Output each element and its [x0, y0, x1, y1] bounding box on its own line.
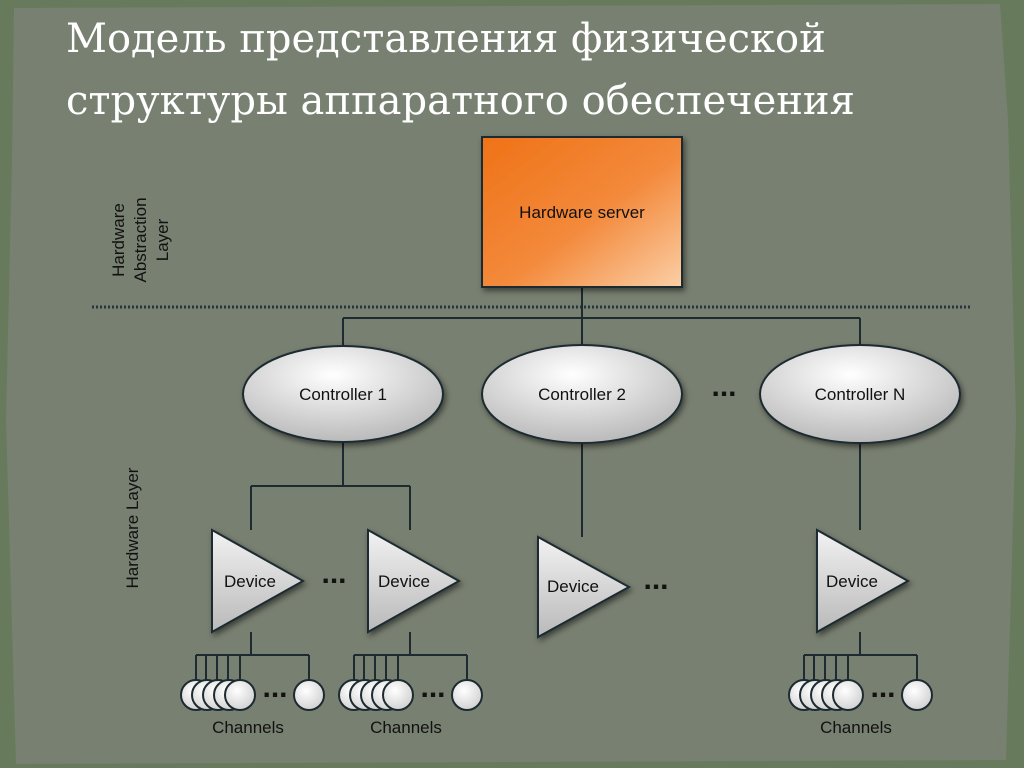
device-1-triangle — [211, 528, 306, 634]
controller-1-node: Controller 1 — [242, 345, 444, 443]
channel-circle — [901, 679, 933, 711]
channel-circle — [832, 679, 864, 711]
channels-ellipsis-2: ... — [420, 671, 445, 704]
abstraction-layer-line-2: Abstraction — [131, 197, 150, 282]
hardware-server-node: Hardware server — [481, 136, 683, 288]
channel-group-2: ... Channels — [338, 671, 483, 737]
controller-1-label: Controller 1 — [299, 385, 387, 404]
hardware-server-label: Hardware server — [519, 203, 645, 222]
channel-circle — [451, 679, 483, 711]
title-line-2: структуры аппаратного обеспечения — [66, 78, 855, 124]
device-1-label: Device — [224, 572, 276, 591]
channels-ellipsis-3: ... — [870, 671, 895, 704]
controllers-ellipsis: ... — [711, 370, 736, 403]
device-4-triangle — [816, 528, 911, 634]
controller-wires — [250, 442, 861, 537]
channels-ellipsis-1: ... — [262, 671, 287, 704]
title-line-1: Модель представления физической — [66, 16, 826, 62]
device-3-label: Device — [547, 577, 599, 596]
device-wires — [195, 632, 918, 683]
hardware-server-box — [481, 136, 683, 288]
channel-group-3: ... Channels — [788, 671, 933, 737]
device-3-triangle — [537, 535, 632, 639]
controller-n-node: Controller N — [759, 344, 961, 444]
device-3-node: Device — [537, 535, 632, 639]
controller-2-label: Controller 2 — [538, 385, 626, 404]
abstraction-layer-line-1: Hardware — [109, 203, 128, 277]
channel-circle — [382, 679, 414, 711]
server-wires — [342, 287, 861, 345]
controller-1-ellipse — [242, 345, 444, 443]
channel-circle — [224, 679, 256, 711]
controller-2-node: Controller 2 — [481, 344, 683, 444]
device-2-label: Device — [378, 572, 430, 591]
abstraction-layer-label: Hardware Abstraction Layer — [109, 197, 172, 282]
controller-n-ellipse — [759, 344, 961, 444]
device-2-triangle — [367, 528, 462, 634]
device-4-node: Device — [816, 528, 911, 634]
channel-circle — [293, 679, 325, 711]
controller-2-ellipse — [481, 344, 683, 444]
abstraction-layer-line-3: Layer — [153, 218, 172, 261]
controller-n-label: Controller N — [815, 385, 906, 404]
device-2-node: Device — [367, 528, 462, 634]
channels-label-3: Channels — [820, 718, 892, 737]
devices-ellipsis-1: ... — [321, 557, 346, 590]
channels-label-2: Channels — [370, 718, 442, 737]
channel-group-1: ... Channels — [180, 671, 325, 737]
device-1-node: Device — [211, 528, 306, 634]
channels-label-1: Channels — [212, 718, 284, 737]
devices-ellipsis-2: ... — [643, 563, 668, 596]
hardware-layer-label: Hardware Layer — [123, 467, 142, 588]
device-4-label: Device — [826, 572, 878, 591]
